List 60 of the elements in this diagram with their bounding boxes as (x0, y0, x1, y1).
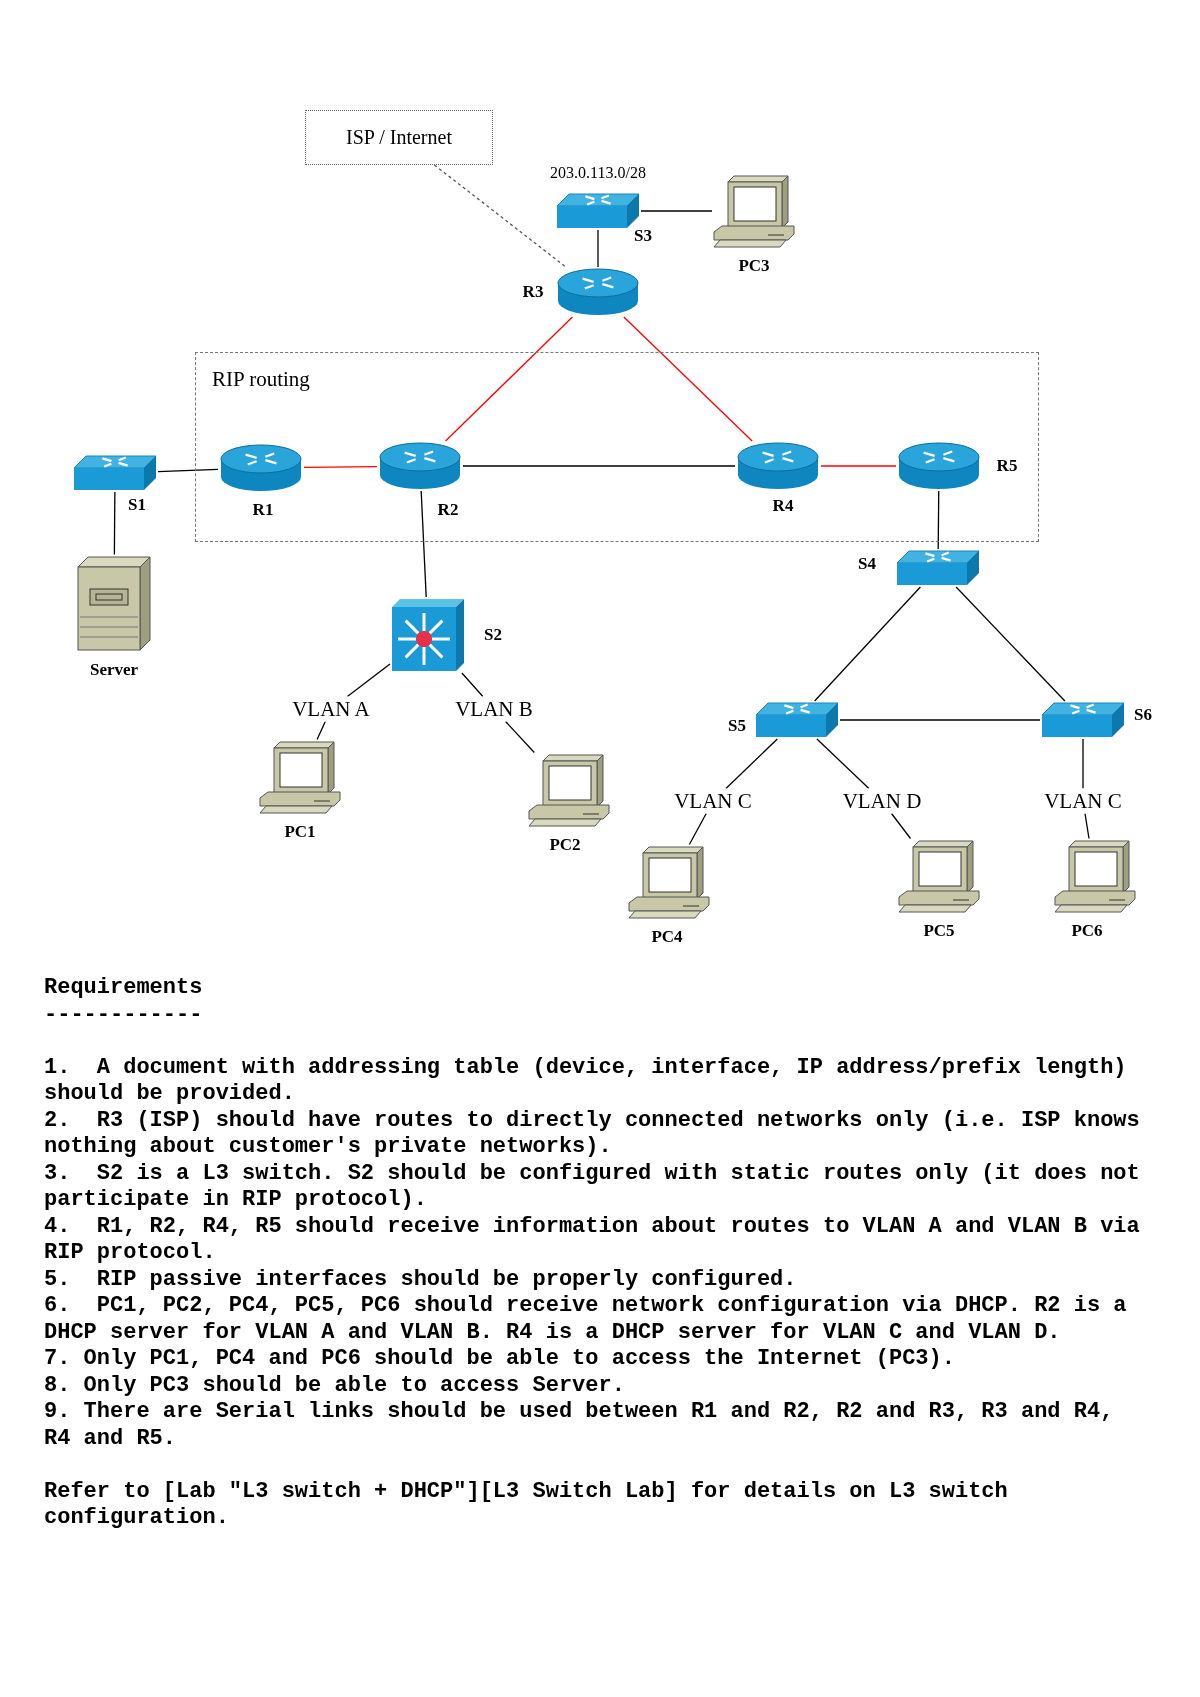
device-label: S3 (634, 226, 652, 246)
network-link (725, 738, 778, 790)
network-link (1084, 812, 1090, 840)
internet-box (305, 110, 493, 165)
device-label: PC3 (738, 256, 770, 276)
device-label: R3 (522, 282, 544, 302)
requirement-item: 1. A document with addressing table (device, interface, IP address/prefix length) should be provided. (44, 1054, 1128, 1108)
device-label: R4 (772, 496, 794, 516)
area-label: RIP routing (212, 367, 310, 392)
network-link (420, 490, 427, 598)
requirement-item: 2. R3 (ISP) should have routes to directly connected networks only (i.e. ISP knows nothing about customer's private networks). (44, 1107, 1141, 1161)
network-link (820, 465, 897, 467)
network-link (890, 812, 912, 840)
device-label: S6 (1134, 705, 1152, 725)
network-link (814, 586, 922, 702)
network-link (623, 316, 753, 442)
device-label: R5 (996, 456, 1018, 476)
device-label: PC6 (1071, 921, 1103, 941)
network-link (113, 491, 116, 556)
device-label: R2 (437, 500, 459, 520)
network-link (461, 672, 484, 698)
network-link (462, 465, 736, 467)
network-link (157, 468, 219, 473)
device-label: PC5 (923, 921, 955, 941)
network-link (444, 316, 574, 442)
device-label: S2 (484, 625, 502, 645)
device-label: PC4 (651, 927, 683, 947)
requirement-item: 8. Only PC3 should be able to access Server. (44, 1372, 626, 1399)
requirement-item: 6. PC1, PC2, PC4, PC5, PC6 should receive network configuration via DHCP. R2 is a DHCP server for VLAN A and VLAN B. R4 is a DHCP server for VLAN C and VLAN D. (44, 1293, 1128, 1346)
requirement-item: 7. Only PC1, PC4 and PC6 should be able to access the Internet (PC3). (44, 1346, 956, 1373)
requirement-item: 3. S2 is a L3 switch. S2 should be configured with static routes only (it does not participate in RIP protocol). (44, 1160, 1141, 1214)
network-address-label: 203.0.113.0/28 (550, 164, 646, 182)
network-link (316, 720, 326, 741)
device-label: Server (89, 660, 139, 680)
reference-note: Refer to [Lab "L3 switch + DHCP"][L3 Switch Lab] for details on L3 switch configuration. (44, 1478, 1009, 1532)
device-label: S4 (858, 554, 876, 574)
network-link (640, 210, 713, 212)
network-link (937, 490, 940, 550)
network-link (839, 719, 1041, 721)
device-label: S5 (728, 716, 746, 736)
device-label: S1 (128, 495, 146, 515)
network-link (1082, 738, 1084, 790)
callout-line (433, 164, 567, 268)
section-heading: Requirements (44, 975, 204, 1002)
network-link (303, 465, 378, 469)
network-link (816, 738, 870, 790)
box-label: ISP / Internet (346, 126, 452, 149)
requirement-item: 4. R1, R2, R4, R5 should receive information about routes to VLAN A and VLAN B via RIP protocol. (44, 1213, 1141, 1267)
routing-area (195, 352, 1039, 542)
device-label: PC1 (284, 822, 316, 842)
network-link (955, 586, 1066, 702)
network-link (346, 663, 391, 698)
device-label: R1 (252, 500, 274, 520)
device-label: PC2 (549, 835, 581, 855)
network-link (504, 720, 535, 754)
network-link (597, 229, 599, 268)
requirement-item: 9. There are Serial links should be used between R1 and R2, R2 and R3, R3 and R4, R4 and R5. (44, 1399, 1115, 1452)
network-link (688, 812, 707, 846)
requirement-item: 5. RIP passive interfaces should be properly configured. (44, 1266, 798, 1293)
heading-underline: ------------ (44, 1001, 204, 1028)
